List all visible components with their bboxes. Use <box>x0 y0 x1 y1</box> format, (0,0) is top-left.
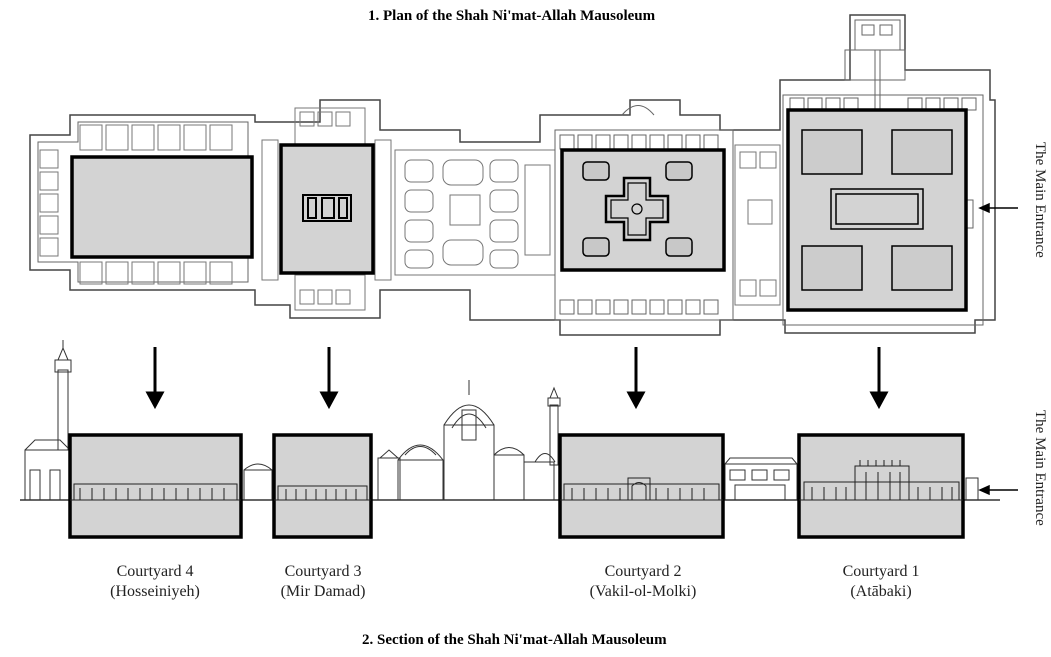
section-title: 2. Section of the Shah Ni'mat-Allah Maus… <box>362 632 667 648</box>
courtyard-2-name: Courtyard 2 <box>604 563 682 580</box>
courtyard-2-caption: Courtyard 2 (Vakil-ol-Molki) <box>558 562 728 602</box>
section-entrance-label: The Main Entrance <box>1032 410 1048 526</box>
courtyard-1-caption: Courtyard 1 (Atābaki) <box>796 562 966 602</box>
section-courtyards <box>68 433 965 539</box>
courtyard-4-caption: Courtyard 4 (Hosseiniyeh) <box>70 562 240 602</box>
section-courtyard-2 <box>558 433 725 539</box>
plan-courtyard-4 <box>70 155 254 259</box>
section-courtyard-4 <box>68 433 243 539</box>
section-courtyard-1 <box>797 433 965 539</box>
plan-entrance-label: The Main Entrance <box>1032 142 1048 258</box>
plan-courtyard-3-pool <box>302 194 352 222</box>
entrance-arrows <box>978 202 1018 496</box>
courtyard-3-caption: Courtyard 3 (Mir Damad) <box>238 562 408 602</box>
section-facades <box>70 460 963 501</box>
projection-arrows <box>145 347 889 410</box>
plan-courtyard-3 <box>279 143 375 275</box>
plan-courtyard-1-beds <box>801 129 953 291</box>
courtyard-4-sub: (Hosseiniyeh) <box>110 583 200 600</box>
courtyard-2-sub: (Vakil-ol-Molki) <box>589 583 697 600</box>
plan-courtyards <box>70 108 968 312</box>
courtyard-3-name: Courtyard 3 <box>284 563 362 580</box>
courtyard-1-sub: (Atābaki) <box>850 583 912 600</box>
plan-title: 1. Plan of the Shah Ni'mat-Allah Mausole… <box>368 8 656 24</box>
courtyard-1-name: Courtyard 1 <box>842 563 920 580</box>
plan-courtyard-2-garden <box>582 161 693 257</box>
courtyard-3-sub: (Mir Damad) <box>280 583 366 600</box>
courtyard-4-name: Courtyard 4 <box>116 563 194 580</box>
